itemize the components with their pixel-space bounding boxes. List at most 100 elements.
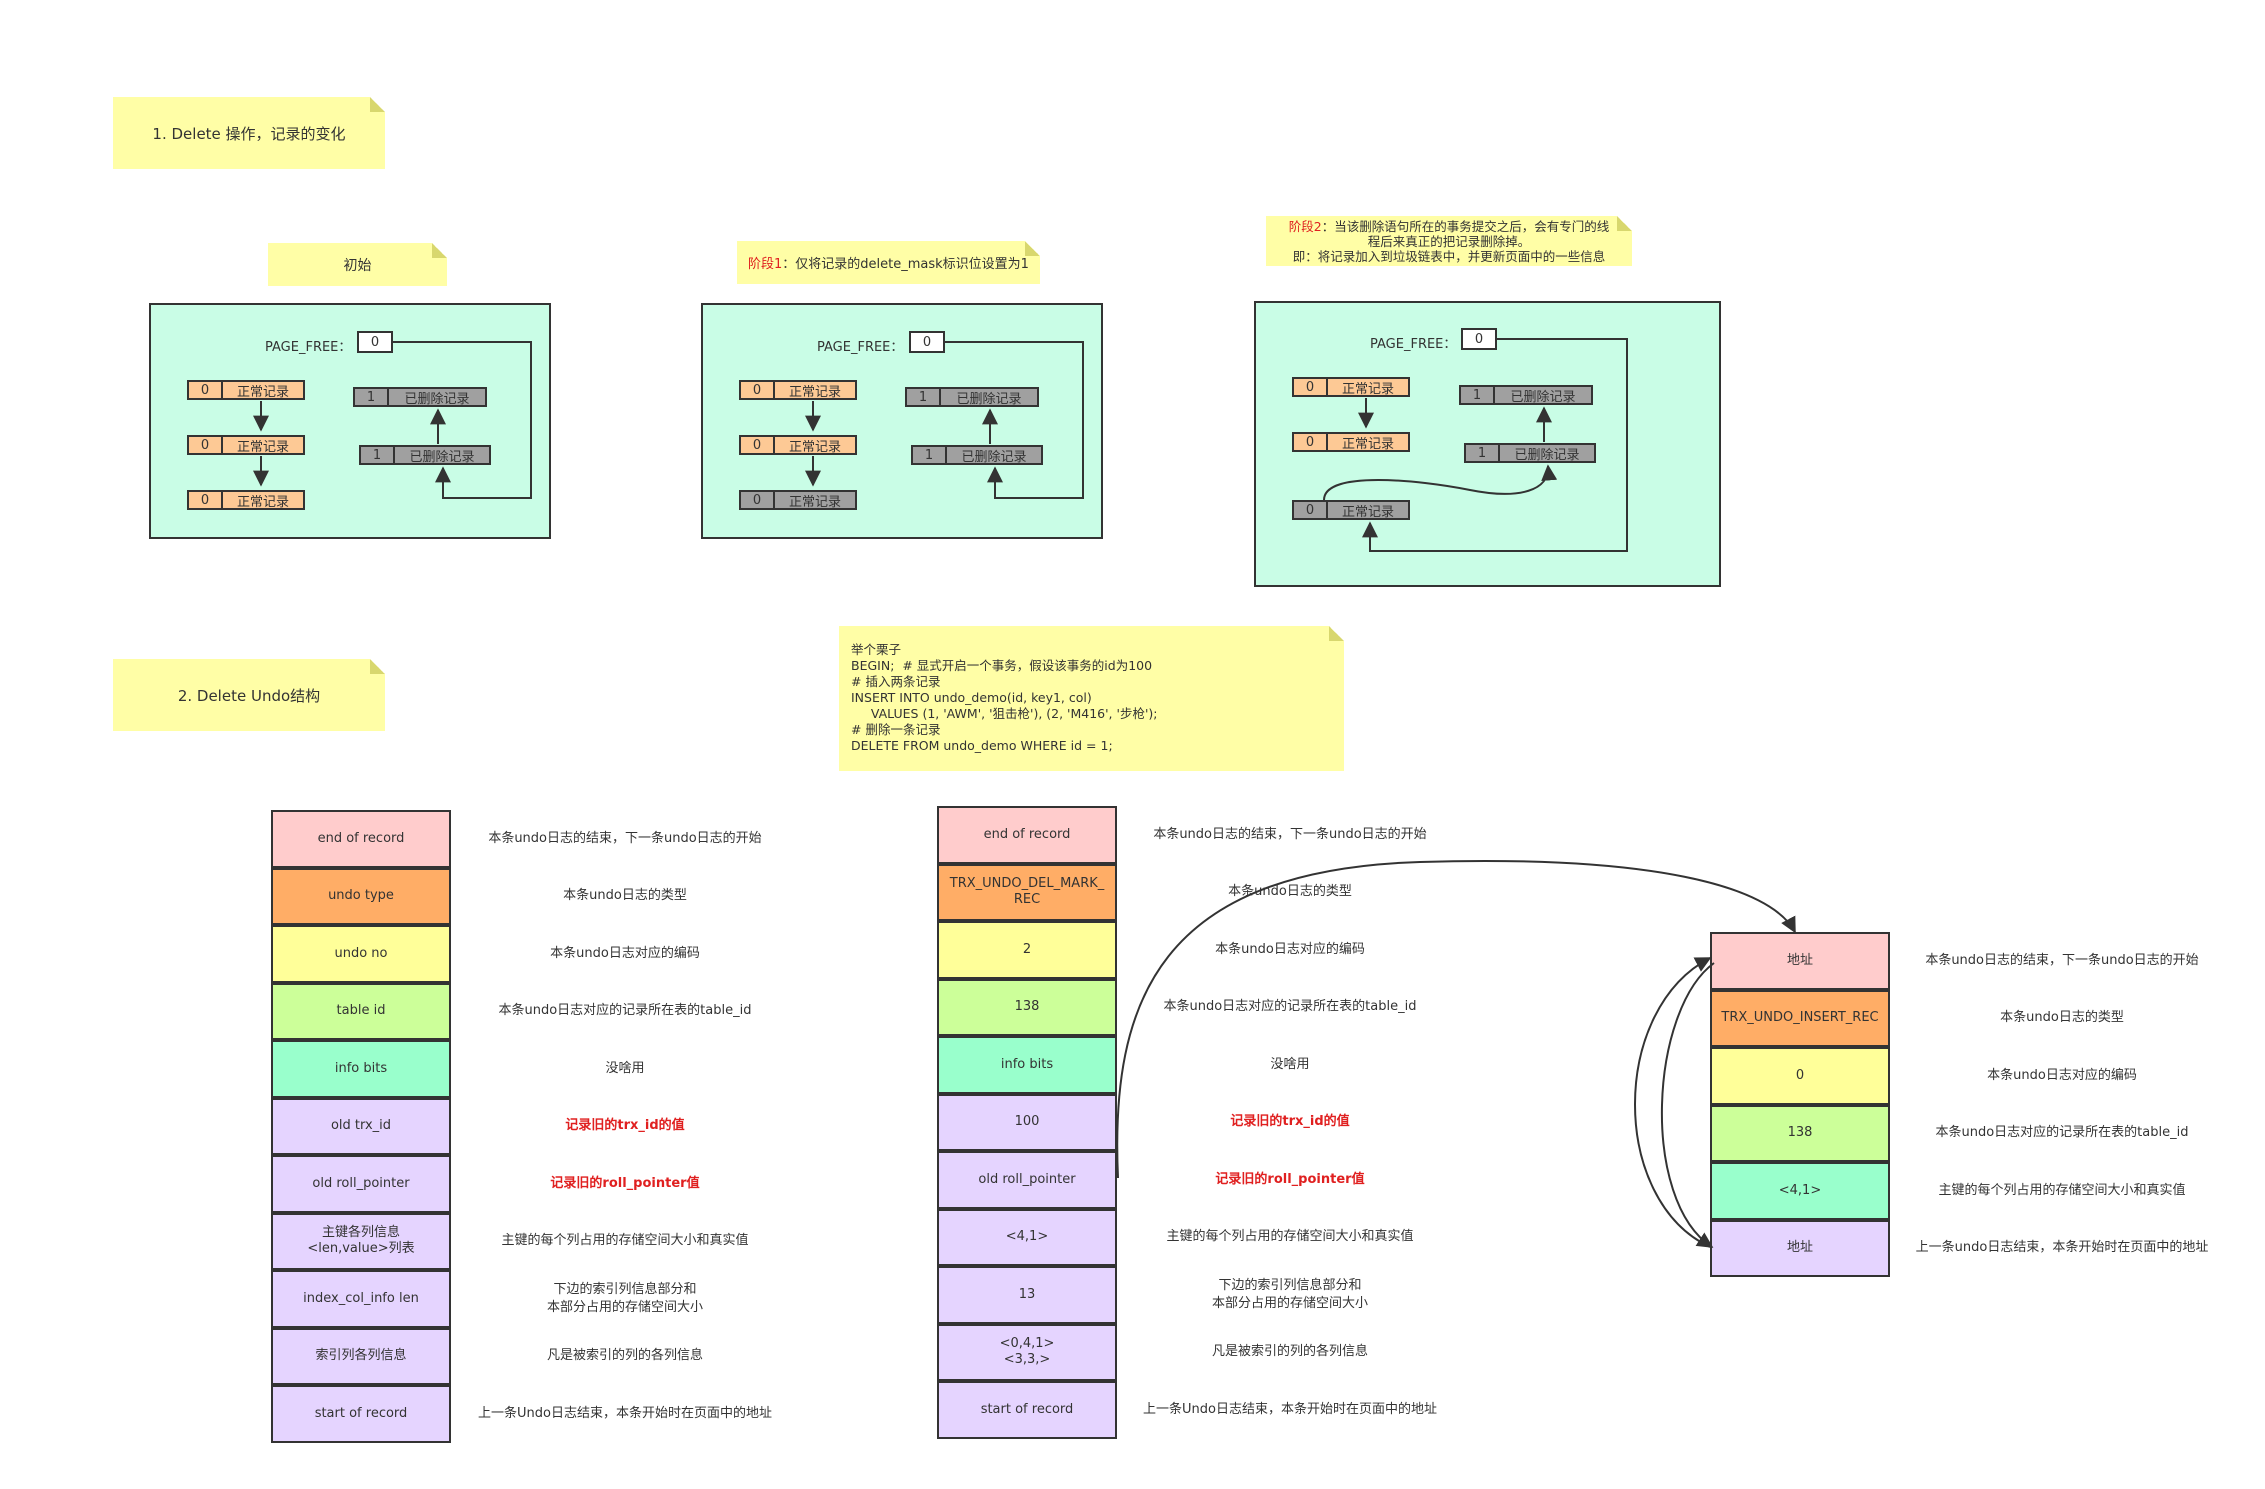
- record-flag: 0: [741, 492, 775, 508]
- stage1-page-free-label: PAGE_FREE：: [817, 340, 904, 355]
- record-flag: 0: [189, 382, 223, 398]
- undo-field-description: 凡是被索引的列的各列信息: [1211, 1344, 1368, 1360]
- example-code-line: INSERT INTO undo_demo(id, key1, col): [851, 690, 1092, 705]
- undo-field-description: 本条undo日志对应的编码: [1987, 1067, 2137, 1083]
- stage1-marked-record: 0 正常记录: [739, 490, 857, 510]
- stage2-garbage-record: 0 正常记录: [1292, 500, 1410, 520]
- undo-field-cell: info bits: [271, 1040, 451, 1098]
- undo-field-cell: old trx_id: [271, 1097, 451, 1155]
- stage0-page-free-link: [393, 341, 532, 499]
- undo-field-cell: info bits: [937, 1036, 1117, 1094]
- undo-field-cell: 138: [1710, 1104, 1890, 1162]
- undo-field-cell: <4,1>: [937, 1208, 1117, 1266]
- undo-field-description: 上一条Undo日志结束，本条开始时在页面中的地址: [478, 1405, 772, 1421]
- undo-field-cell: 2: [937, 921, 1117, 979]
- undo-field-cell: TRX_UNDO_INSERT_REC: [1710, 989, 1890, 1047]
- undo-field-description: 凡是被索引的列的各列信息: [546, 1348, 703, 1364]
- record-name: 正常记录: [788, 384, 841, 400]
- example-code-line: VALUES (1, 'AWM', '狙击枪'), (2, 'M416', '步…: [851, 706, 1158, 721]
- insert-undo-link-1: [1634, 957, 1712, 1248]
- record-flag: 1: [907, 389, 941, 405]
- record-flag: 0: [189, 492, 223, 508]
- example-code-line: DELETE FROM undo_demo WHERE id = 1;: [851, 738, 1113, 753]
- stage1-prefix: 阶段1: [748, 257, 783, 272]
- section2-title: 2. Delete Undo结构: [113, 659, 385, 731]
- stage2-prefix: 阶段2: [1288, 218, 1322, 234]
- stage0-label-text: 初始: [343, 257, 372, 274]
- record-name: 已删除记录: [1510, 389, 1576, 405]
- stage0-label: 初始: [268, 243, 447, 286]
- undo-field-description: 本条undo日志的类型: [2000, 1010, 2124, 1026]
- record-name: 正常记录: [1341, 381, 1394, 397]
- record-flag: 1: [361, 447, 395, 463]
- stage2-garbage-link: [1323, 464, 1558, 501]
- record-flag: 0: [741, 437, 775, 453]
- stage2-normal-record-1: 0 正常记录: [1292, 377, 1410, 397]
- stage2-line2: 程后来真正的把记录删除掉。: [1367, 233, 1531, 249]
- stage1-normal-record-1: 0 正常记录: [739, 380, 857, 400]
- section1-title: 1. Delete 操作，记录的变化: [113, 97, 385, 169]
- record-flag: 0: [189, 437, 223, 453]
- record-name: 正常记录: [1341, 504, 1394, 520]
- record-name: 正常记录: [236, 494, 289, 510]
- record-flag: 0: [1294, 379, 1328, 395]
- undo-field-description: 主键的每个列占用的存储空间大小和真实值: [1938, 1182, 2186, 1198]
- undo-field-description: 下边的索引列信息部分和 本部分占用的存储空间大小: [1211, 1278, 1368, 1311]
- undo-field-cell: old roll_pointer: [271, 1155, 451, 1213]
- stage1-label: 阶段1：仅将记录的delete_mask标识位设置为1: [737, 241, 1040, 284]
- undo-field-description: 下边的索引列信息部分和 本部分占用的存储空间大小: [546, 1282, 703, 1315]
- record-name: 正常记录: [1341, 436, 1394, 452]
- undo-field-description: 本条undo日志的类型: [1228, 884, 1352, 900]
- undo-field-description: 上一条Undo日志结束，本条开始时在页面中的地址: [1143, 1401, 1437, 1417]
- undo-field-cell: undo no: [271, 925, 451, 983]
- undo-field-description: 记录旧的trx_id的值: [565, 1118, 685, 1134]
- example-code-line: # 插入两条记录: [851, 674, 941, 689]
- undo-field-description: 没啥用: [1270, 1056, 1310, 1072]
- undo-field-description: 本条undo日志对应的记录所在表的table_id: [498, 1003, 752, 1019]
- record-name: 已删除记录: [409, 449, 475, 465]
- undo-field-cell: 0: [1710, 1047, 1890, 1105]
- undo-field-cell: start of record: [271, 1385, 451, 1443]
- stage2-line3: 即：将记录加入到垃圾链表中，并更新页面中的一些信息: [1292, 248, 1606, 264]
- stage0-normal-record-3: 0 正常记录: [187, 490, 305, 510]
- example-code-line: # 删除一条记录: [851, 722, 941, 737]
- stage2-page-free-label: PAGE_FREE：: [1370, 337, 1457, 352]
- undo-field-description: 没啥用: [605, 1060, 645, 1076]
- stage0-page-free-label: PAGE_FREE：: [265, 340, 352, 355]
- undo-field-description: 本条undo日志对应的记录所在表的table_id: [1935, 1125, 2189, 1141]
- undo-field-cell: 索引列各列信息: [271, 1327, 451, 1385]
- undo-field-description: 本条undo日志的结束，下一条undo日志的开始: [1925, 952, 2199, 968]
- record-name: 已删除记录: [956, 391, 1022, 407]
- undo-field-cell: end of record: [937, 806, 1117, 864]
- stage2-line1: ：当该删除语句所在的事务提交之后，会有专门的线: [1321, 218, 1610, 234]
- record-name: 已删除记录: [404, 391, 470, 407]
- record-name: 正常记录: [788, 494, 841, 510]
- undo-field-cell: 地址: [1710, 1219, 1890, 1277]
- stage1-normal-record-2: 0 正常记录: [739, 435, 857, 455]
- stage1-page-free-link: [945, 341, 1084, 499]
- undo-field-description: 记录旧的roll_pointer值: [1215, 1171, 1365, 1187]
- example-code-line: BEGIN; # 显式开启一个事务，假设该事务的id为100: [851, 658, 1153, 673]
- record-flag: 1: [355, 389, 389, 405]
- record-flag: 0: [1294, 502, 1328, 518]
- undo-field-description: 本条undo日志的结束，下一条undo日志的开始: [488, 830, 762, 846]
- stage0-deleted-record-2: 1 已删除记录: [359, 445, 491, 465]
- stage0-deleted-record-1: 1 已删除记录: [353, 387, 487, 407]
- undo-field-cell: 主键各列信息 <len,value>列表: [271, 1212, 451, 1270]
- section1-title-text: 1. Delete 操作，记录的变化: [152, 124, 346, 143]
- roll-pointer-link: [1116, 859, 1796, 1179]
- record-name: 正常记录: [788, 439, 841, 455]
- undo-field-cell: 地址: [1710, 932, 1890, 990]
- undo-field-description: 本条undo日志的类型: [563, 888, 687, 904]
- record-name: 正常记录: [236, 384, 289, 400]
- undo-field-cell: <0,4,1> <3,3,>: [937, 1323, 1117, 1381]
- record-flag: 0: [741, 382, 775, 398]
- undo-field-cell: <4,1>: [1710, 1162, 1890, 1220]
- undo-field-cell: undo type: [271, 867, 451, 925]
